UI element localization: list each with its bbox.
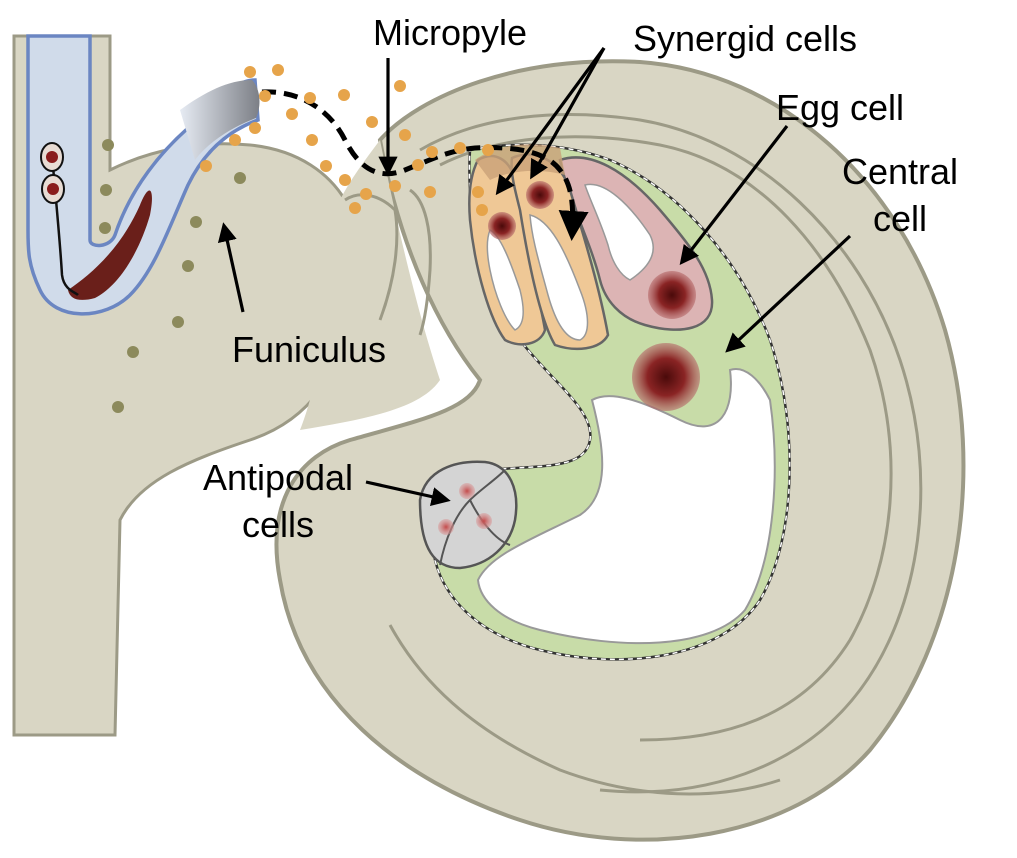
synergid-arrow-1 [495, 47, 606, 196]
pollen-tube-guidance-path [261, 89, 589, 241]
egg-cell-nucleus [648, 271, 696, 319]
central-cell-dashed-membrane [431, 144, 791, 661]
orange-signal-dots [200, 64, 494, 216]
central-cell-arrow [725, 234, 852, 353]
funiculus-tissue [300, 140, 440, 430]
olive-signal-dots [99, 139, 246, 413]
label-antipodal-1: Antipodal [203, 457, 353, 498]
label-central-cell-2: cell [873, 198, 927, 239]
label-micropyle: Micropyle [373, 12, 527, 53]
antipodal-nucleus-3 [476, 513, 492, 529]
antipodal-nucleus-2 [438, 519, 454, 535]
label-antipodal-2: cells [242, 504, 314, 545]
pollen-tube-cytoplasm [68, 190, 152, 300]
sperm-nucleus-1 [46, 151, 58, 163]
central-cell-vacuole [476, 368, 776, 645]
pollen-tube [26, 34, 260, 316]
synergid-nucleus-left [488, 212, 516, 240]
inner-integument-line-1 [419, 113, 923, 794]
inner-integument-line-3 [388, 624, 781, 796]
central-cell-nucleus [632, 343, 700, 411]
egg-cell-arrow [679, 125, 789, 266]
label-synergid-cells: Synergid cells [633, 18, 857, 59]
synergid-vacuole-right [529, 214, 589, 341]
antipodal-cell-divisions [439, 469, 511, 566]
synergid-nucleus-right [526, 181, 554, 209]
antipodal-nucleus-1 [459, 483, 475, 499]
pollen-tube-tip [180, 80, 260, 160]
sperm-nucleus-2 [47, 183, 59, 195]
funiculus-arrow [217, 222, 245, 313]
inner-integument-line-2 [439, 135, 893, 742]
synergid-arrow-2 [530, 47, 606, 180]
synergid-vacuole-left [486, 228, 525, 331]
antipodal-arrow [365, 480, 451, 507]
label-funiculus: Funiculus [232, 329, 386, 370]
label-egg-cell: Egg cell [776, 87, 904, 128]
label-central-cell-1: Central [842, 151, 958, 192]
egg-cell-vacuole [584, 183, 654, 281]
